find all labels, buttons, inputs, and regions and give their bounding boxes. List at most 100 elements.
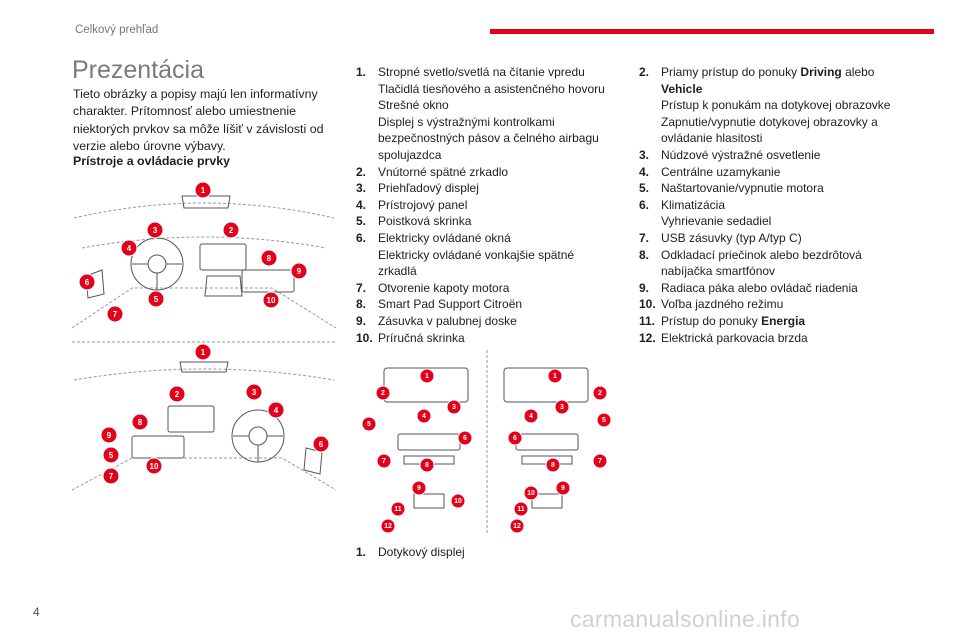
item-number: 6. [639,197,650,212]
marker-c-8: 8 [425,462,429,469]
item-number: 3. [639,147,650,162]
list-item: 1.Stropné svetlo/svetlá na čítanie vpred… [356,64,621,164]
item-line: Radiaca páka alebo ovládač riadenia [661,280,858,295]
list-item: 10. Voľba jazdného režimu [639,296,919,313]
marker-a-4: 4 [127,244,132,253]
item-line: Elektricky ovládané vonkajšie spätné [378,247,575,262]
list-item: 7. USB zásuvky (typ A/typ C) [639,230,919,247]
marker-c-22: 10 [527,490,535,497]
dashboard-figure-lhd: 1 2 3 4 5 6 7 8 9 10 [72,181,336,329]
item-line: USB zásuvky (typ A/typ C) [661,230,802,245]
marker-c-1: 1 [425,373,429,380]
list-item: 12. Elektrická parkovacia brzda [639,330,919,347]
list-item: 9.Zásuvka v palubnej doske [356,313,621,330]
marker-b-1: 1 [201,348,206,357]
marker-c-3: 3 [452,404,456,411]
marker-b-3: 3 [252,388,257,397]
item-number: 5. [356,214,367,229]
item-line: Priamy prístup do ponuky Driving alebo [661,65,875,79]
marker-c-14: 2 [598,390,602,397]
item-number: 2. [356,164,367,179]
item-number: 10. [639,297,656,312]
item-line: Priehľadový displej [378,181,479,196]
legend-list-middle: 1.Stropné svetlo/svetlá na čítanie vpred… [356,64,621,346]
marker-c-16: 4 [529,413,533,420]
item-number: 1. [356,545,367,559]
section-heading: Prístroje a ovládacie prvky [73,154,231,168]
item-line: Voľba jazdného režimu [661,297,784,312]
item-number: 3. [356,181,367,196]
marker-a-8: 8 [267,254,272,263]
marker-b-2: 2 [175,390,180,399]
item-number: 10. [356,330,373,345]
marker-c-7: 7 [382,458,386,465]
legend-list-right: 2. Priamy prístup do ponuky Driving aleb… [639,64,919,346]
marker-b-8: 8 [138,418,143,427]
item-line: Naštartovanie/vypnutie motora [661,181,824,196]
list-item: 1.Dotykový displej [356,544,556,561]
item-number: 5. [639,181,650,196]
legend-list-bottom: 1.Dotykový displej [356,544,556,561]
item-line: Otvorenie kapoty motora [378,280,510,295]
marker-c-18: 6 [513,435,517,442]
item-line: Vyhrievanie sedadiel [661,214,772,229]
list-item: 8.Smart Pad Support Citroën [356,296,621,313]
item-line: zrkadlá [378,264,417,279]
list-item: 7.Otvorenie kapoty motora [356,280,621,297]
item-line: Núdzové výstražné osvetlenie [661,147,821,162]
marker-b-7: 7 [109,472,114,481]
list-item: 5. Poistková skrinka [356,213,621,230]
list-item: 5. Naštartovanie/vypnutie motora [639,180,919,197]
list-item: 8. Odkladací priečinok alebo bezdrôtová na… [639,247,919,280]
item-line: Klimatizácia [661,197,726,212]
item-number: 9. [639,280,650,295]
list-item: 3. Núdzové výstražné osvetlenie [639,147,919,164]
item-line: nabíjačka smartfónov [661,264,776,279]
marker-c-11: 11 [394,506,402,513]
item-number: 4. [639,164,650,179]
list-item: 9. Radiaca páka alebo ovládač riadenia [639,280,919,297]
item-line: Tlačidlá tiesňového a asistenčného hovor… [378,81,605,96]
item-line: Strešné okno [378,98,449,113]
item-line: Vnútorné spätné zrkadlo [378,164,509,179]
marker-a-5: 5 [154,295,159,304]
item-number: 8. [639,247,650,262]
list-item: 10. Príručná skrinka [356,330,621,347]
watermark: carmanualsonline.info [570,606,801,632]
item-line: Centrálne uzamykanie [661,164,781,179]
center-console-figure: 1 2 3 4 5 6 7 8 9 10 11 12 1 2 3 4 5 6 7… [361,350,612,534]
list-item: 2. Priamy prístup do ponuky Driving aleb… [639,64,919,147]
marker-c-17: 5 [602,417,606,424]
item-line: Zapnutie/vypnutie dotykovej obrazovky a [661,114,878,129]
marker-b-10: 10 [150,462,159,471]
marker-c-4: 4 [422,413,426,420]
marker-a-7: 7 [113,310,118,319]
item-number: 7. [639,230,650,245]
marker-a-10: 10 [267,296,276,305]
item-line: Prístup k ponukám na dotykovej obrazovke [661,98,891,113]
item-line: Príručná skrinka [378,330,465,345]
item-line: Prístrojový panel [378,197,468,212]
marker-b-5: 5 [109,451,114,460]
item-line: ovládanie hlasitosti [661,131,763,146]
item-number: 8. [356,297,367,312]
marker-c-5: 5 [367,421,371,428]
item-line: Odkladací priečinok alebo bezdrôtová [661,247,862,262]
list-item: 4. Centrálne uzamykanie [639,164,919,181]
marker-c-6: 6 [463,435,467,442]
marker-a-1: 1 [201,186,206,195]
item-line: Poistková skrinka [378,214,472,229]
marker-c-13: 1 [553,373,557,380]
item-line: bezpečnostných pásov a čelného airbagu [378,131,599,146]
item-line: Elektricky ovládané okná [378,230,511,245]
item-number: 11. [639,313,656,328]
marker-a-6: 6 [85,278,90,287]
dashboard-figure-rhd: 1 2 3 4 5 6 7 8 9 10 [72,341,336,491]
marker-c-15: 3 [560,404,564,411]
item-line: Elektrická parkovacia brzda [661,330,808,345]
item-number: 9. [356,313,367,328]
item-line: Displej s výstražnými kontrolkami [378,114,555,129]
marker-c-19: 7 [598,458,602,465]
marker-c-2: 2 [381,390,385,397]
